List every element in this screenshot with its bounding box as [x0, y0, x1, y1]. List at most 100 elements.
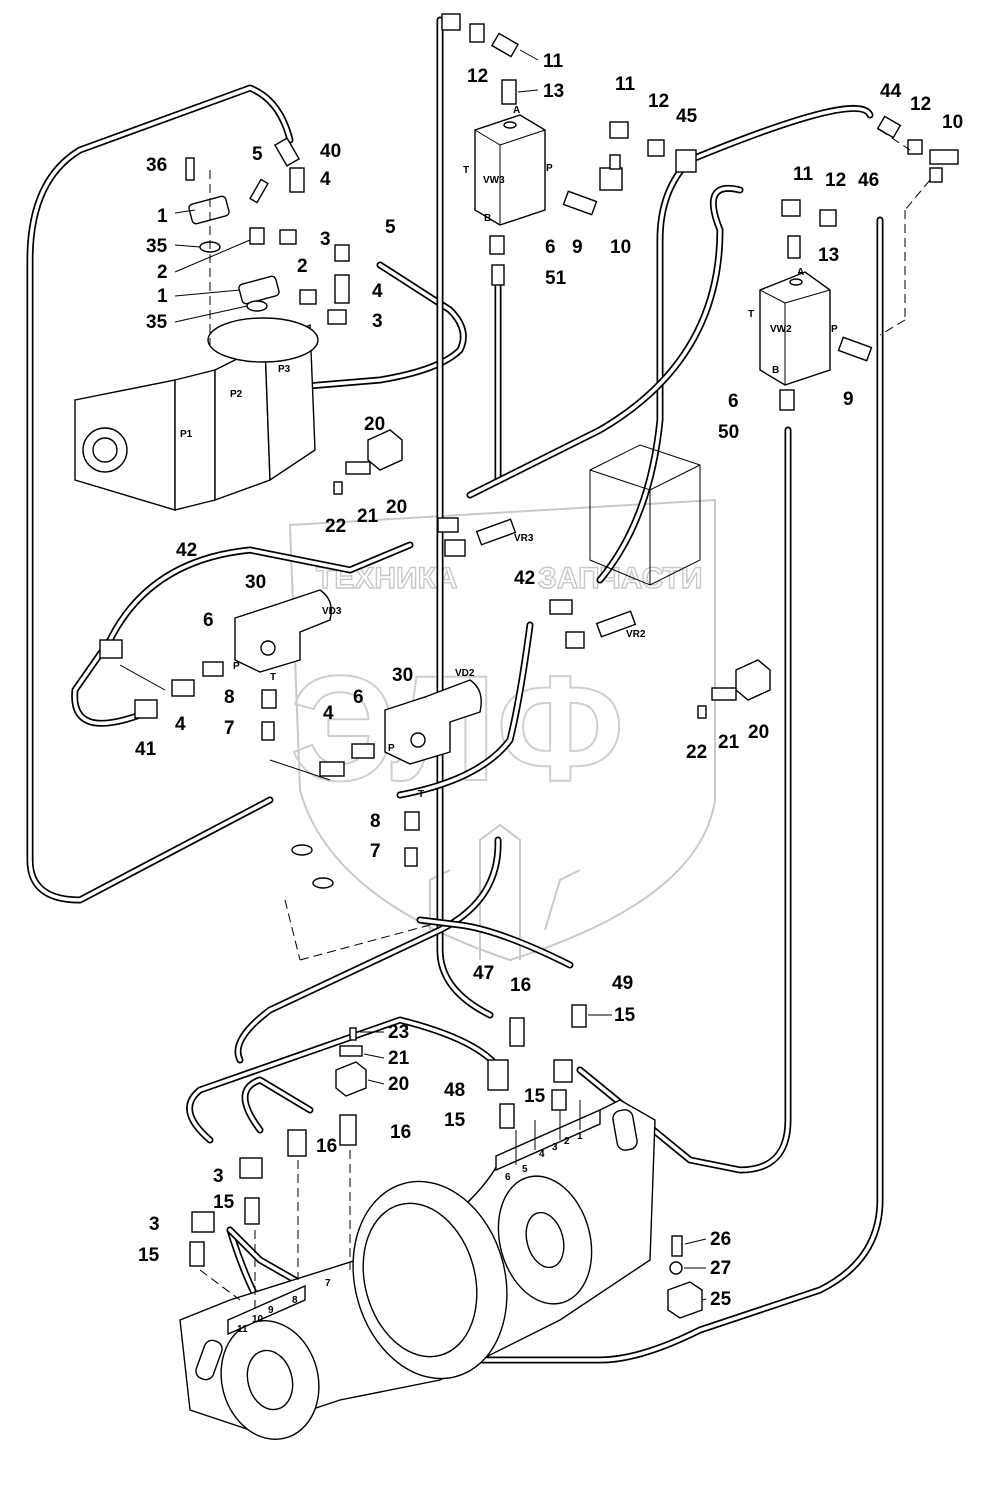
callout-6: 6 [203, 610, 214, 631]
valve-vw2: VW2 A B P T [748, 199, 873, 411]
callout-35: 35 [146, 236, 168, 257]
callout-5: 5 [252, 144, 263, 165]
port-6: 6 [505, 1172, 511, 1183]
upper-fittings [441, 13, 959, 183]
vd2-port-t: T [418, 789, 424, 800]
callout-41: 41 [135, 739, 157, 760]
watermark-right-text: ЗАПЧАСТИ [538, 562, 702, 595]
port-10: 10 [252, 1314, 264, 1325]
callout-4: 4 [320, 169, 331, 190]
pump-fittings [185, 137, 350, 325]
vw2-tag: VW2 [770, 324, 792, 335]
callout-12: 12 [648, 91, 669, 112]
callout-3: 3 [213, 1166, 224, 1187]
callout-9: 9 [843, 389, 854, 410]
callout-15: 15 [213, 1192, 235, 1213]
callout-12: 12 [910, 94, 931, 115]
callout-10: 10 [610, 237, 631, 258]
valve-vr2: VR2 [549, 599, 646, 649]
vd2-tag: VD2 [455, 668, 475, 679]
vd2-port-p: P [388, 743, 395, 754]
callout-40: 40 [320, 141, 341, 162]
port-9: 9 [268, 1305, 274, 1316]
vw3-port-b: B [484, 213, 491, 224]
vw2-port-t: T [748, 309, 754, 320]
callout-16: 16 [316, 1136, 337, 1157]
callout-1: 1 [157, 206, 168, 227]
port-1: 1 [577, 1131, 583, 1142]
callout-15: 15 [614, 1005, 636, 1026]
vw3-tag: VW3 [483, 175, 505, 186]
callout-3: 3 [149, 1214, 160, 1235]
port-5: 5 [522, 1164, 528, 1175]
callout-15: 15 [524, 1086, 546, 1107]
callout-26: 26 [710, 1229, 731, 1250]
gearbox-housing [179, 1099, 656, 1440]
callout-30: 30 [245, 572, 266, 593]
callout-4: 4 [323, 703, 334, 724]
callout-13: 13 [818, 245, 839, 266]
pump-tag-p1: P1 [180, 429, 193, 440]
callout-21: 21 [357, 506, 379, 527]
callout-6: 6 [545, 237, 556, 258]
valve-vw3: VW3 A B P T [463, 79, 623, 286]
vw2-port-b: B [772, 365, 779, 376]
port-3: 3 [552, 1142, 558, 1153]
vr3-tag: VR3 [514, 533, 534, 544]
callout-25: 25 [710, 1289, 732, 1310]
callout-11: 11 [615, 74, 636, 95]
callout-6: 6 [353, 687, 364, 708]
callout-10: 10 [942, 112, 963, 133]
callout-12: 12 [825, 170, 846, 191]
callout-20: 20 [386, 497, 407, 518]
callout-16: 16 [510, 975, 531, 996]
clamps [333, 429, 771, 1319]
callout-22: 22 [686, 742, 707, 763]
callout-4: 4 [372, 281, 383, 302]
tandem-pump: P1 P2 P3 [74, 317, 319, 511]
callout-20: 20 [388, 1074, 409, 1095]
callout-36: 36 [146, 155, 167, 176]
port-2: 2 [564, 1136, 570, 1147]
callout-9: 9 [572, 237, 583, 258]
watermark-logo: ЭЛФ [290, 644, 624, 812]
port-8: 8 [292, 1295, 298, 1306]
callout-49: 49 [612, 973, 633, 994]
vw3-port-p: P [546, 163, 553, 174]
callout-1: 1 [157, 286, 168, 307]
port-7: 7 [325, 1278, 331, 1289]
gearbox-ports: 1 2 3 4 5 6 7 8 9 10 11 [237, 1131, 583, 1335]
pump-tag-p3: P3 [278, 364, 291, 375]
callout-23: 23 [388, 1022, 409, 1043]
callout-50: 50 [718, 422, 739, 443]
callout-51: 51 [545, 268, 567, 289]
callout-35: 35 [146, 312, 168, 333]
callout-labels: 36 1 35 2 1 35 5 40 4 3 5 2 4 3 12 11 13… [135, 51, 963, 1310]
pump-tag-p2: P2 [230, 389, 243, 400]
port-11: 11 [237, 1324, 248, 1335]
callout-leaders [174, 49, 707, 1301]
callout-15: 15 [444, 1110, 466, 1131]
callout-21: 21 [388, 1048, 410, 1069]
callout-21: 21 [718, 732, 740, 753]
vw2-port-p: P [831, 324, 838, 335]
vr2-tag: VR2 [626, 629, 646, 640]
callout-3: 3 [372, 311, 383, 332]
callout-7: 7 [224, 718, 235, 739]
callout-42: 42 [514, 568, 535, 589]
lower-fittings [189, 1004, 587, 1267]
vd3-port-p: P [233, 661, 240, 672]
vd-fittings [99, 639, 420, 889]
callout-8: 8 [224, 687, 235, 708]
callout-13: 13 [543, 81, 564, 102]
callout-2: 2 [157, 262, 168, 283]
callout-44: 44 [880, 81, 902, 102]
valve-vr3: VR3 [437, 517, 534, 557]
vw3-port-a: A [513, 105, 520, 116]
callout-27: 27 [710, 1258, 731, 1279]
callout-4: 4 [175, 714, 186, 735]
vd3-port-t: T [270, 672, 276, 683]
callout-12: 12 [467, 66, 488, 87]
